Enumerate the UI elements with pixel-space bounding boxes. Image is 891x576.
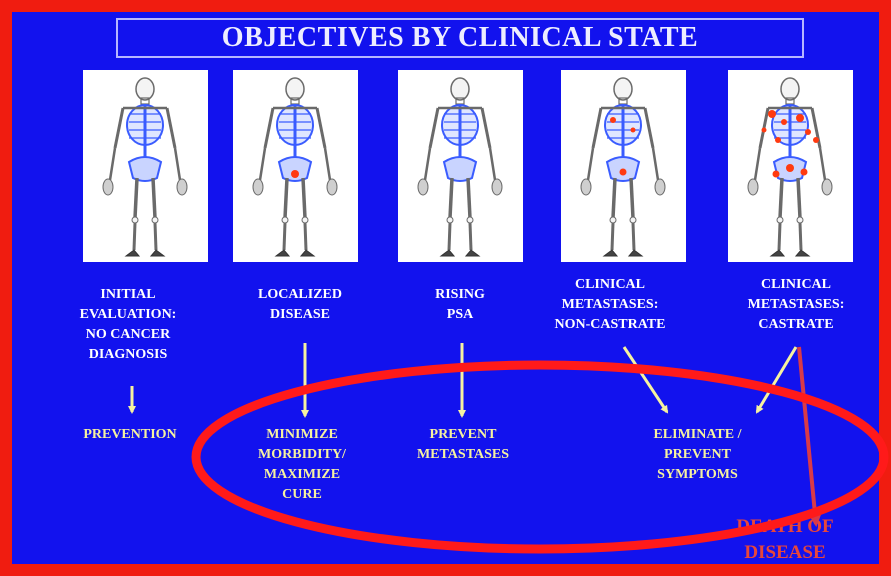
arrow-to-death-of-disease (799, 347, 816, 524)
arrow-non-castrate-to-eliminate (624, 347, 667, 412)
highlight-ellipse (196, 365, 884, 549)
arrow-castrate-to-eliminate (757, 347, 796, 412)
